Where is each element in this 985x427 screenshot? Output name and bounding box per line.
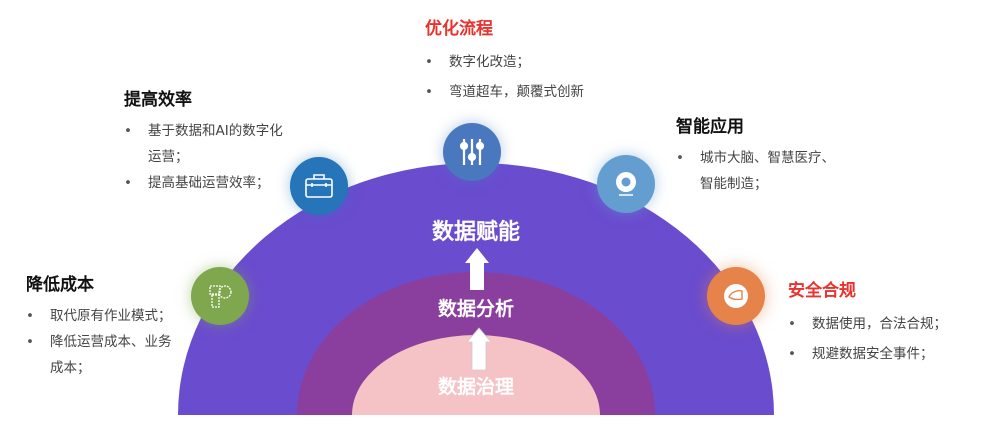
block-optimize-process: 优化流程 数字化改造；弯道超车，颠覆式创新 [425,14,645,107]
layer-label-governance: 数据治理 [437,376,515,398]
block-title: 安全合规 [788,281,856,301]
arrow-up-icon [465,248,492,371]
block-item: 基于数据和AI的数字化运营； [124,118,284,170]
block-item: 数据使用，合法合规； [788,309,983,339]
block-item: 城市大脑、智慧医疗、智能制造； [676,145,846,197]
webcam-icon [597,155,655,213]
block-reduce-cost: 降低成本 取代原有作业模式；降低运营成本、业务成本； [26,270,176,381]
block-smart-application: 智能应用 城市大脑、智慧医疗、智能制造； [676,112,846,197]
robot-icon [191,267,249,325]
layer-label-analysis: 数据分析 [437,298,515,320]
block-item: 降低运营成本、业务成本； [26,329,176,381]
block-security-compliance: 安全合规 数据使用，合法合规；规避数据安全事件； [788,276,983,369]
layer-label-empowerment: 数据赋能 [431,220,521,245]
sliders-icon [443,123,501,181]
block-improve-efficiency: 提高效率 基于数据和AI的数字化运营；提高基础运营效率； [124,85,284,196]
block-item: 规避数据安全事件； [788,339,983,369]
block-title: 降低成本 [26,275,94,295]
block-title: 智能应用 [676,117,744,137]
shield-icon [707,267,765,325]
briefcase-icon [290,157,348,215]
block-item: 弯道超车，颠覆式创新 [425,77,645,107]
block-item: 取代原有作业模式； [26,303,176,329]
inner-layer [352,335,600,415]
block-item: 数字化改造； [425,47,645,77]
block-item: 提高基础运营效率； [124,170,284,196]
block-title: 优化流程 [425,19,493,39]
block-title: 提高效率 [124,90,192,110]
